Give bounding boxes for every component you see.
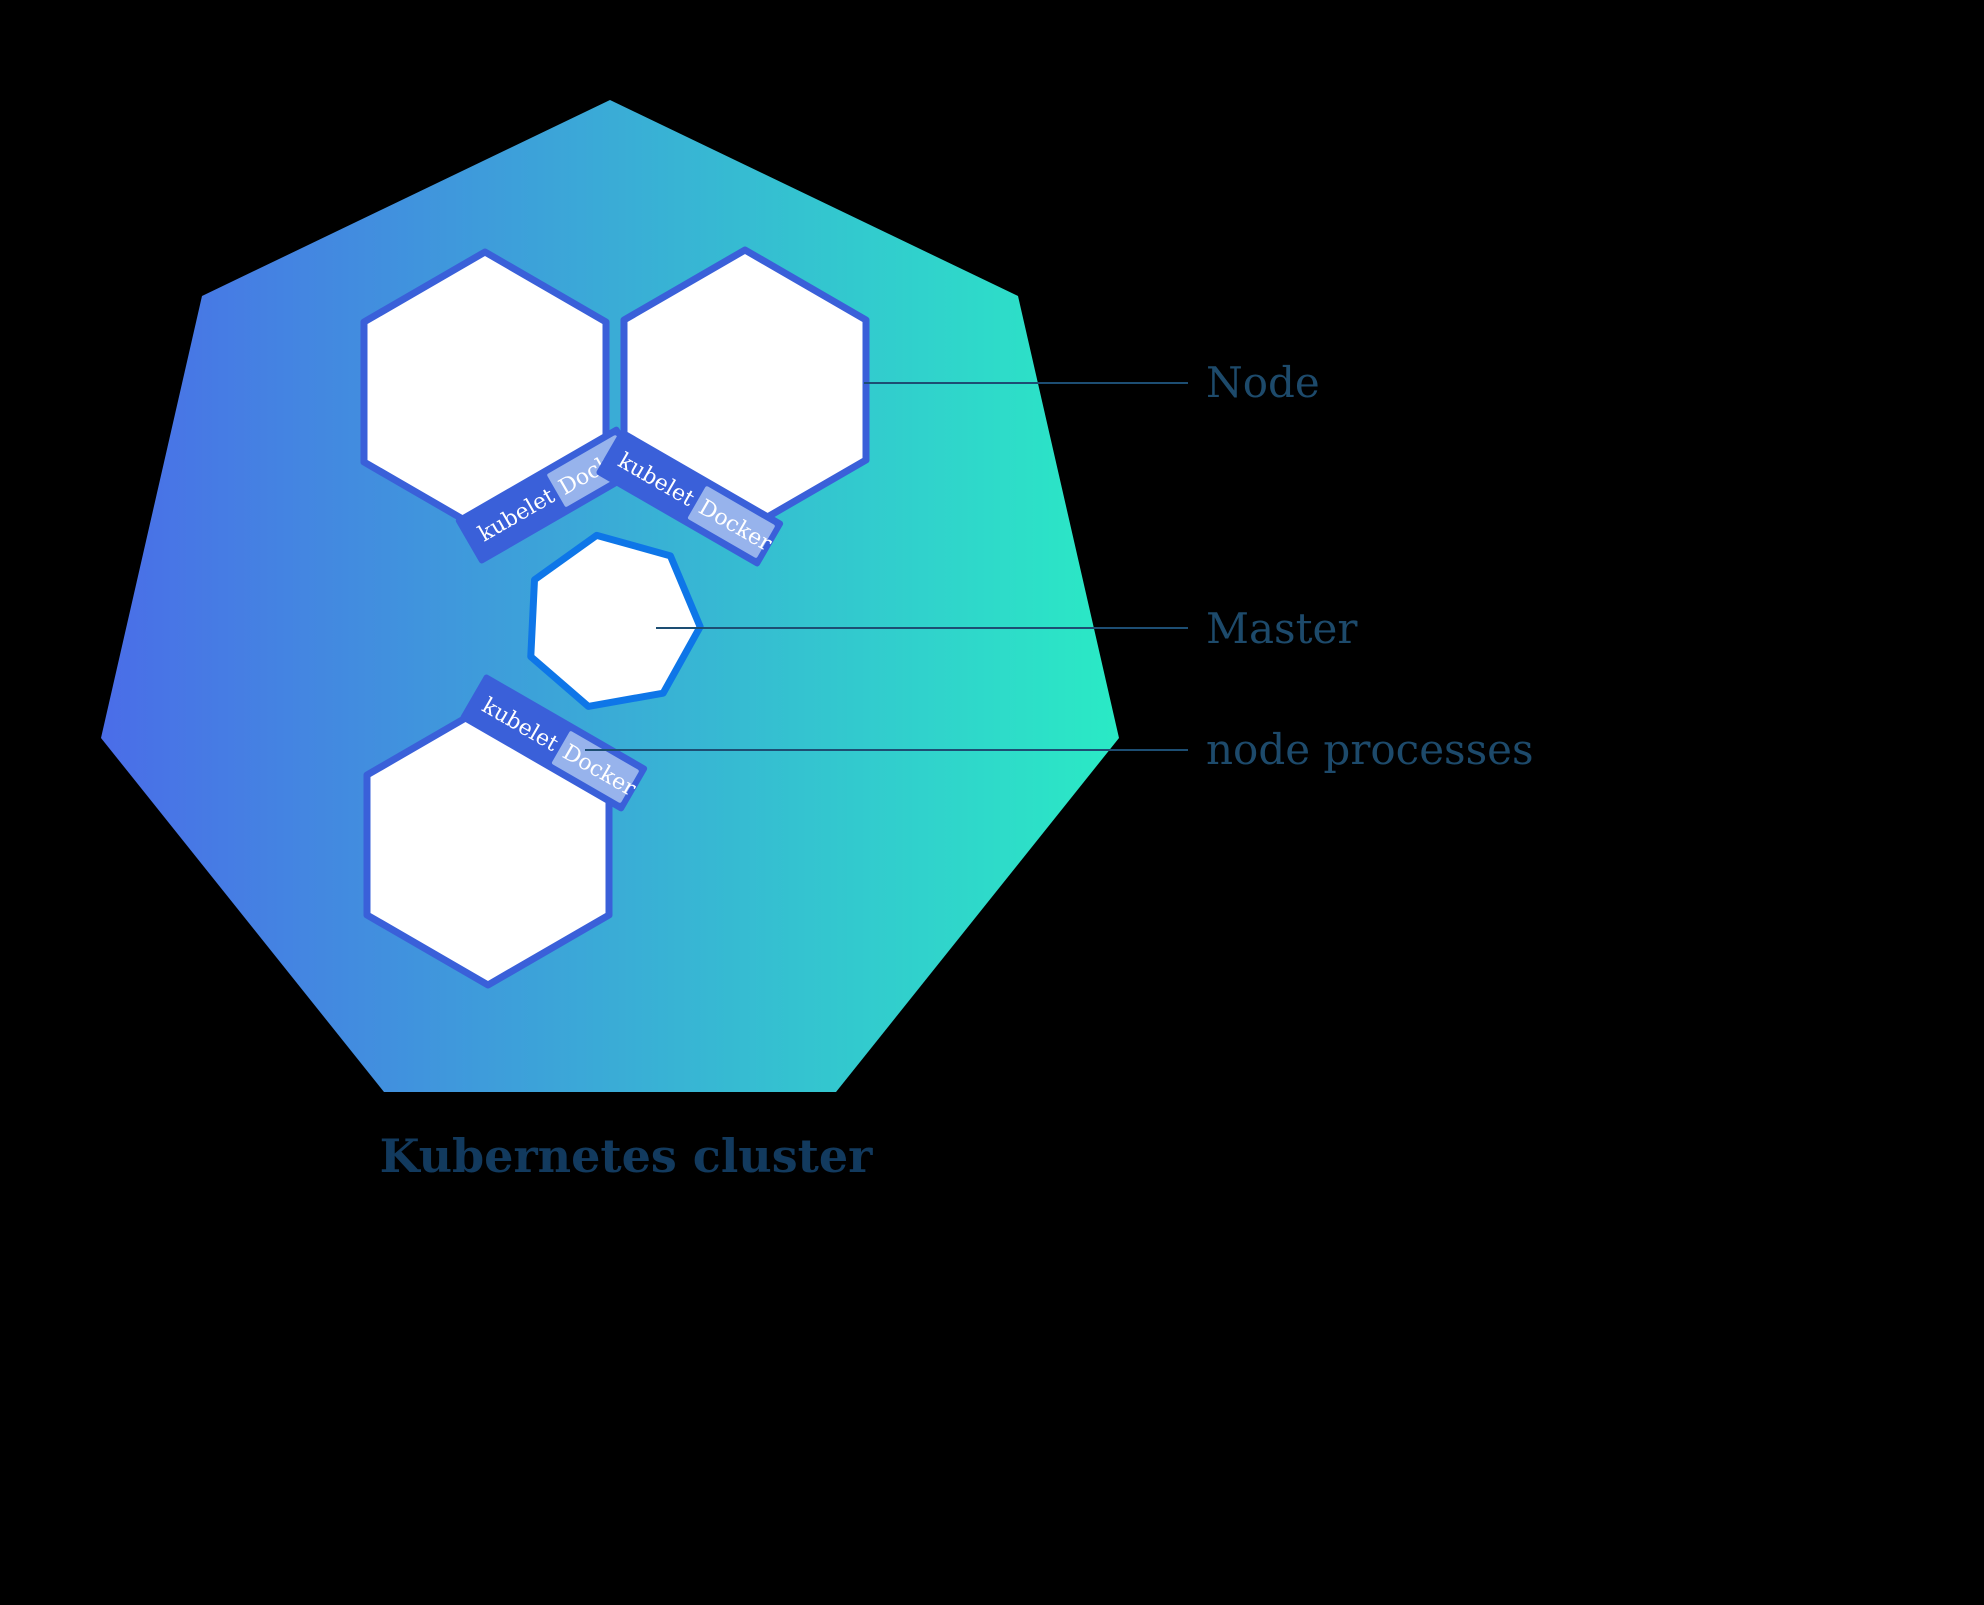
node-processes-label: node processes [1206,725,1534,774]
docker-chip [551,731,639,803]
node-label: Node [1206,358,1320,407]
node-hexagon-top-left: kubelet Docker [360,248,643,564]
node-hexagon-bottom: kubelet Docker [363,674,648,989]
master-heptagon [527,531,704,710]
node-hexagon-top-right: kubelet Docker [596,246,870,567]
cluster-title: Kubernetes cluster [380,1129,874,1183]
docker-chip [687,486,775,558]
master-label: Master [1206,604,1358,653]
